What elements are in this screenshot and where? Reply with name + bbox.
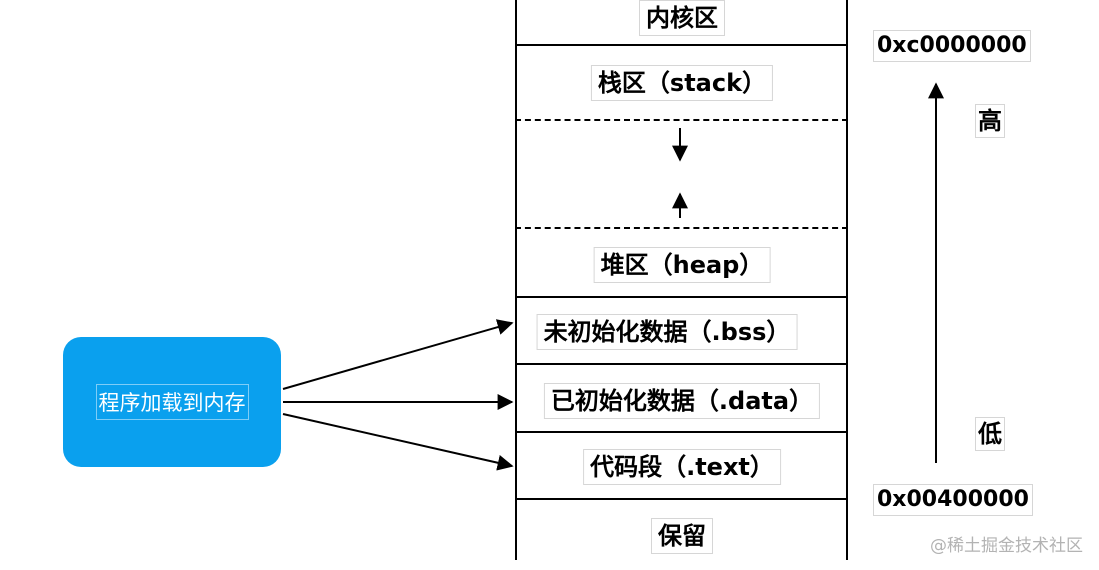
divider-heap-bss [515, 296, 848, 298]
segment-stack: 栈区（stack） [590, 65, 774, 101]
segment-kernel: 内核区 [639, 0, 725, 36]
segment-heap: 堆区（heap） [593, 247, 771, 283]
divider-kernel-stack [515, 44, 848, 46]
segment-bss: 未初始化数据（.bss） [536, 314, 798, 350]
program-load-box: 程序加载到内存 [63, 337, 281, 467]
direction-high-label: 高 [975, 104, 1005, 138]
segment-reserved: 保留 [651, 518, 713, 554]
address-low: 0x00400000 [873, 484, 1033, 516]
memory-layout [515, 0, 848, 560]
program-load-label: 程序加载到内存 [95, 384, 249, 420]
divider-data-text [515, 431, 848, 433]
dashed-divider-heap-top [515, 227, 848, 229]
direction-low-label: 低 [975, 417, 1005, 451]
load-arrow-bss [282, 319, 514, 390]
address-high: 0xc0000000 [873, 30, 1031, 62]
load-arrow-text [282, 413, 514, 471]
watermark: @稀土掘金技术社区 [930, 536, 1083, 556]
segment-text: 代码段（.text） [583, 449, 781, 485]
divider-text-reserved [515, 498, 848, 500]
divider-bss-data [515, 363, 848, 365]
dashed-divider-stack-bottom [515, 119, 848, 121]
segment-data: 已初始化数据（.data） [543, 383, 821, 419]
